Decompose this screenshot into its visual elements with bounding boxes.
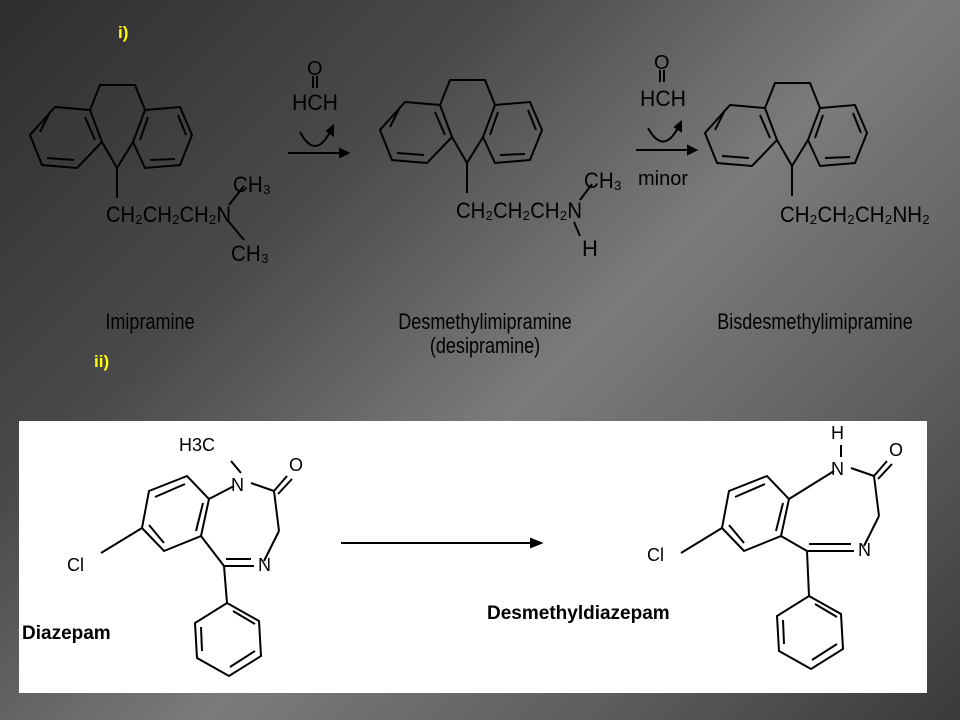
diazepam-reaction-panel: H3C N O N Cl Diazepam bbox=[19, 421, 927, 693]
desmethyldiazepam-structure bbox=[680, 445, 893, 671]
diazepam-reaction-arrow bbox=[341, 537, 544, 549]
bisdesmethylimipramine-structure bbox=[703, 82, 869, 196]
bisdesmethyl-name: Bisdesmethylimipramine bbox=[717, 309, 913, 334]
reaction-arrow-1 bbox=[288, 76, 351, 159]
desmethyl-n4: N bbox=[858, 540, 871, 560]
imipramine-methyl-bottom: CH₃ bbox=[231, 241, 269, 266]
imipramine-chain: CH₂CH₂CH₂N bbox=[106, 202, 231, 227]
reagent-2-formaldehyde: HCH bbox=[640, 86, 686, 111]
diazepam-chlorine: Cl bbox=[67, 555, 84, 575]
diazepam-metabolism-scheme: H3C N O N Cl Diazepam bbox=[22, 423, 903, 678]
diazepam-name: Diazepam bbox=[22, 623, 111, 644]
desipramine-chain: CH₂CH₂CH₂N bbox=[456, 198, 582, 223]
desmethyl-chlorine: Cl bbox=[647, 545, 664, 565]
diazepam-n1: N bbox=[231, 475, 244, 495]
desmethylimipramine-structure bbox=[378, 79, 593, 237]
reagent-2-condition: minor bbox=[638, 168, 688, 190]
desmethyl-n1: N bbox=[831, 459, 844, 479]
part-ii-label: ii) bbox=[94, 352, 110, 371]
desmethyl-hydrogen: H bbox=[831, 423, 844, 443]
diazepam-n4: N bbox=[258, 555, 271, 575]
reagent-1-oxygen: O bbox=[307, 58, 323, 80]
desmethyl-oxygen: O bbox=[889, 440, 903, 460]
desipramine-name: Desmethylimipramine bbox=[398, 309, 572, 334]
desipramine-name-block: Desmethylimipramine (desipramine) bbox=[378, 310, 591, 358]
diazepam-methyl: H3C bbox=[179, 435, 215, 455]
diazepam-oxygen: O bbox=[289, 455, 303, 475]
bisdesmethyl-chain: CH₂CH₂CH₂NH₂ bbox=[780, 202, 930, 227]
desipramine-hydrogen: H bbox=[582, 236, 598, 261]
imipramine-metabolism-scheme: CH₂CH₂CH₂N CH₃ CH₃ O HCH CH₂CH₂CH₂N CH₃ … bbox=[28, 52, 930, 266]
part-i-label: i) bbox=[118, 23, 129, 42]
diazepam-structure bbox=[100, 460, 293, 678]
reagent-1-formaldehyde: HCH bbox=[292, 90, 338, 115]
reagent-2-oxygen: O bbox=[654, 52, 670, 74]
desipramine-subname: (desipramine) bbox=[429, 333, 541, 358]
imipramine-structure bbox=[28, 84, 245, 241]
imipramine-name: Imipramine bbox=[105, 309, 195, 334]
imipramine-methyl-top: CH₃ bbox=[233, 172, 271, 197]
reaction-arrow-2 bbox=[636, 70, 699, 156]
desipramine-methyl: CH₃ bbox=[584, 168, 622, 193]
desmethyldiazepam-name: Desmethyldiazepam bbox=[487, 603, 670, 624]
